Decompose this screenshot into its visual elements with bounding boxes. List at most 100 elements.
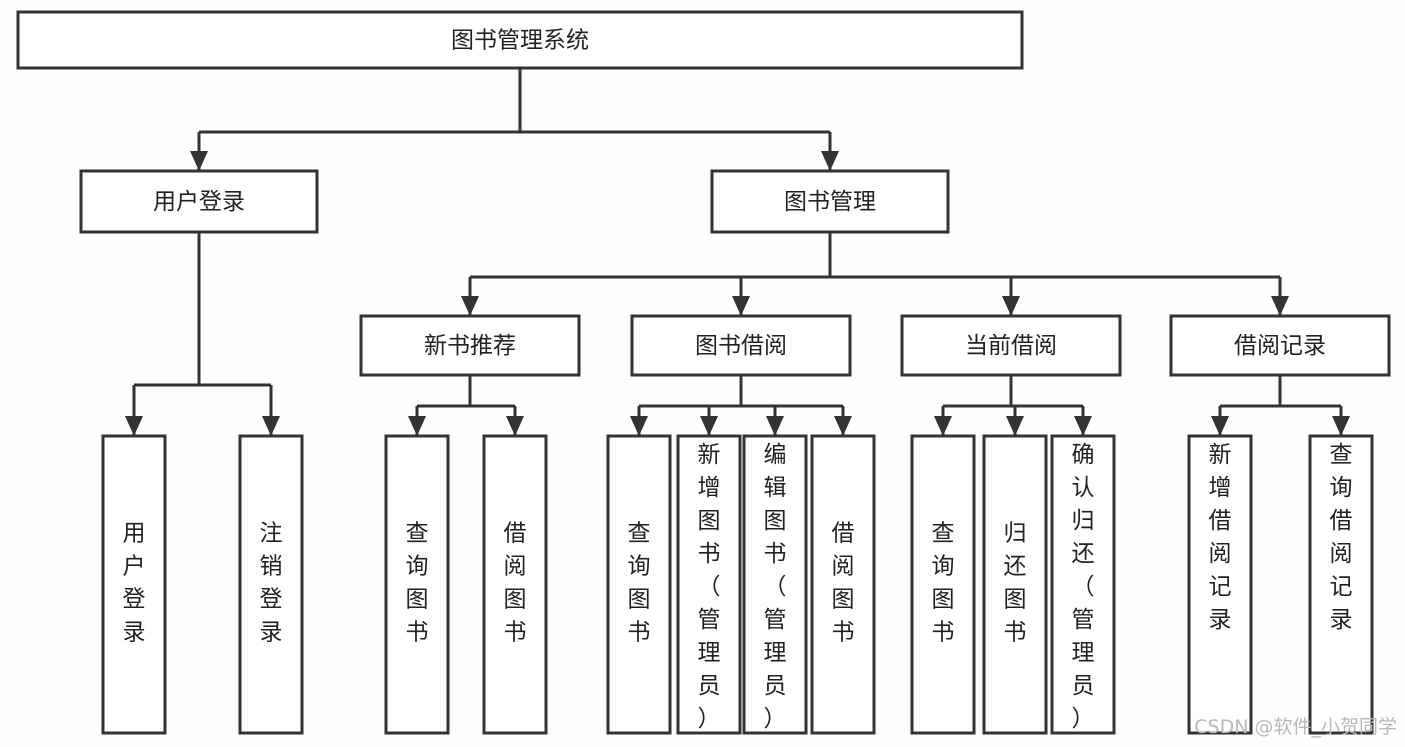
node-box-leaf-user-login [101,434,167,735]
node-box-leaf-confirm-return-admin [1050,434,1116,735]
node-new-book-rec[interactable]: 新书推荐 [359,314,581,377]
node-label-char: 新 [1209,442,1232,468]
node-label-char: 还 [1072,541,1095,567]
node-label-char: 借 [832,521,855,547]
node-label-char: 员 [1072,673,1095,699]
node-box-leaf-logout-login [238,434,304,735]
node-label-char: 归 [1004,521,1027,547]
node-box-leaf-query-borrow-record [1308,434,1374,735]
node-user-login[interactable]: 用户登录 [79,169,319,234]
node-label-char: 书 [1004,620,1027,646]
node-root[interactable]: 图书管理系统 [16,10,1024,70]
connector-arrowhead [461,296,479,316]
connector-arrowhead [1332,416,1350,436]
node-label-char: 管 [1072,607,1095,633]
node-label-char: 阅 [504,554,527,580]
node-label-char: 辑 [764,475,787,501]
node-box-leaf-add-book-admin [676,434,742,735]
node-borrow-record[interactable]: 借阅记录 [1169,314,1391,377]
connector-arrowhead [1271,296,1289,316]
node-box-leaf-borrow-book [810,434,876,735]
node-box-borrow-record [1169,314,1391,377]
node-label-root: 图书管理系统 [451,28,589,54]
node-label-char: 员 [698,673,721,699]
node-label-char: 书 [504,620,527,646]
node-box-current-borrow [900,314,1122,377]
node-label-char: 书 [628,620,651,646]
node-label-char: 增 [1209,475,1232,501]
node-layer: 图书管理系统用户登录图书管理新书推荐图书借阅当前借阅借阅记录用户登录注销登录查询… [16,10,1391,735]
node-book-borrow[interactable]: 图书借阅 [630,314,852,377]
connector-arrowhead [506,416,524,436]
node-label-char: 录 [1209,607,1232,633]
node-box-leaf-return-book [982,434,1048,735]
node-label-char: 理 [764,640,787,666]
node-label-char: 管 [764,607,787,633]
node-box-new-book-rec [359,314,581,377]
node-label-char: 记 [1330,574,1353,600]
node-label-char: 书 [698,541,721,567]
connector-arrowhead [408,416,426,436]
node-label-char: 理 [698,640,721,666]
node-label-book-manage: 图书管理 [784,189,876,215]
node-label-char: 编 [764,442,787,468]
node-label-char: （ [698,574,721,600]
node-label-char: 录 [123,620,146,646]
node-label-user-login: 用户登录 [153,189,245,215]
node-book-manage[interactable]: 图书管理 [710,169,950,234]
connector-arrowhead [934,416,952,436]
node-label-char: 借 [504,521,527,547]
node-box-leaf-query-book-current [910,434,976,735]
node-label-char: 书 [932,620,955,646]
connector-arrowhead [821,151,839,171]
node-box-root [16,10,1024,70]
node-label-char: （ [764,574,787,600]
node-label-char: 录 [1330,607,1353,633]
node-box-book-manage [710,169,950,234]
node-label-char: 询 [628,554,651,580]
node-label-char: 图 [406,587,429,613]
node-label-char: 理 [1072,640,1095,666]
node-label-char: 归 [1072,508,1095,534]
node-label-char: 图 [832,587,855,613]
node-label-char: 借 [1209,508,1232,534]
connector-arrowhead [834,416,852,436]
node-label-char: 图 [764,508,787,534]
node-label-char: ） [764,706,787,732]
node-label-char: 图 [932,587,955,613]
node-label-char: 登 [123,587,146,613]
node-label-char: 注 [260,521,283,547]
node-label-char: 图 [1004,587,1027,613]
connector-arrowhead [766,416,784,436]
connector-arrowhead [630,416,648,436]
node-label-book-borrow: 图书借阅 [695,333,787,359]
node-box-leaf-borrow-book-rec [482,434,548,735]
connector-arrowhead [732,296,750,316]
node-label-char: 书 [832,620,855,646]
node-current-borrow[interactable]: 当前借阅 [900,314,1122,377]
node-label-char: 查 [406,521,429,547]
node-leaf-user-login[interactable]: 用户登录 [101,434,167,735]
connector-arrowhead [262,416,280,436]
node-label-char: 图 [504,587,527,613]
node-label-char: 销 [260,554,283,580]
node-label-char: 询 [1330,475,1353,501]
node-label-char: 询 [932,554,955,580]
node-label-char: 阅 [1330,541,1353,567]
node-label-char: 书 [406,620,429,646]
node-label-char: 员 [764,673,787,699]
